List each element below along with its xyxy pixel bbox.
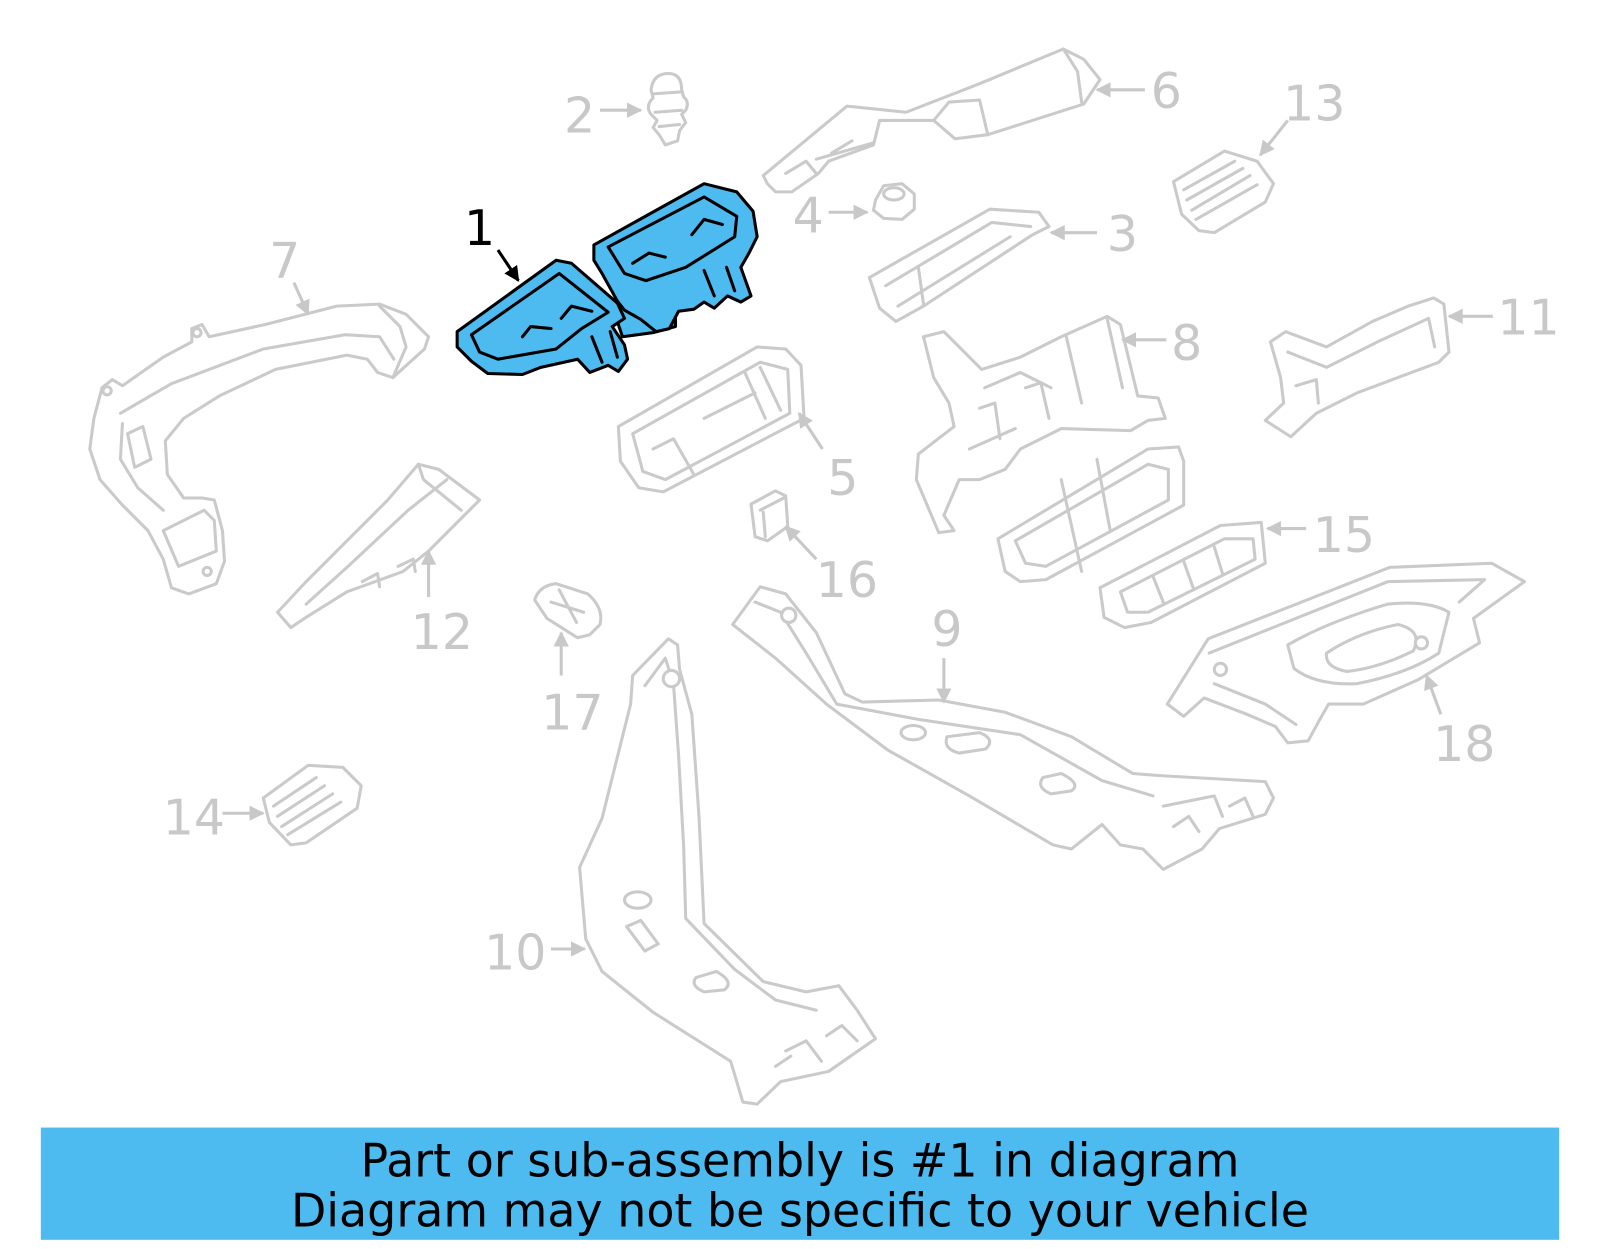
callout-arrow-13 (1259, 119, 1289, 157)
callout-label-17: 17 (541, 685, 603, 742)
part-4-nut (871, 182, 916, 221)
part-6-duct (761, 47, 1102, 194)
part-2-clip (646, 71, 689, 147)
callout-label-4: 4 (793, 188, 824, 245)
info-banner: Part or sub-assembly is #1 in diagram Di… (40, 1127, 1560, 1240)
callout-label-9: 9 (931, 601, 962, 658)
callout-label-1: 1 (464, 200, 495, 257)
callout-label-12: 12 (411, 604, 473, 661)
callout-label-13: 13 (1283, 75, 1345, 132)
callout-label-18: 18 (1433, 716, 1495, 773)
callout-arrow-16 (784, 525, 818, 561)
part-18-panel (1165, 561, 1527, 745)
part-11-bracket (1263, 296, 1451, 439)
part-16-block (749, 489, 790, 543)
callout-arrow-7 (292, 282, 310, 316)
callout-label-6: 6 (1151, 63, 1182, 120)
callout-label-7: 7 (269, 233, 300, 290)
callout-label-16: 16 (816, 552, 878, 609)
callout-label-8: 8 (1171, 315, 1202, 372)
part-8-assembly (914, 314, 1186, 584)
callout-label-5: 5 (827, 450, 858, 507)
callout-label-14: 14 (163, 790, 225, 847)
part-7-duct (88, 302, 431, 596)
banner-line-1: Part or sub-assembly is #1 in diagram (361, 1134, 1240, 1188)
banner-background (40, 1127, 1560, 1240)
banner-line-2: Diagram may not be specific to your vehi… (291, 1184, 1309, 1238)
part-17-grommet (533, 582, 603, 640)
callout-label-11: 11 (1497, 290, 1559, 347)
callout-arrow-18 (1424, 674, 1443, 715)
part-10-duct (578, 637, 878, 1106)
part-1-highlighted-assembly (455, 182, 759, 377)
part-3-vent (867, 207, 1051, 323)
callout-label-2: 2 (564, 88, 595, 145)
callout-label-3: 3 (1107, 206, 1138, 263)
callout-arrow-5 (797, 411, 824, 450)
callout-label-10: 10 (484, 924, 546, 981)
part-12-duct (276, 462, 482, 630)
callout-arrow-1 (496, 249, 520, 282)
part-9-duct (731, 585, 1276, 871)
callout-label-15: 15 (1313, 507, 1375, 564)
part-5-vent (616, 345, 806, 494)
part-13-vent (1171, 149, 1276, 235)
part-14-vent (261, 763, 363, 847)
part-15-vent (1098, 520, 1267, 630)
